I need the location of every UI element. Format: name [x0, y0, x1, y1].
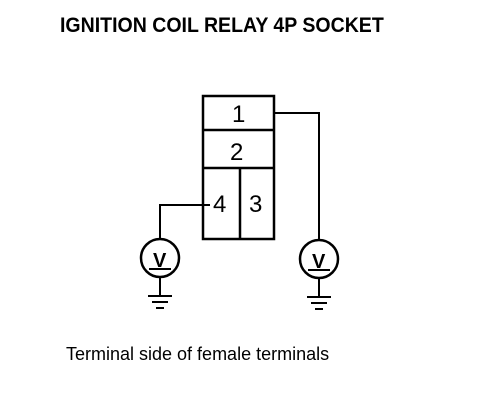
- voltmeter-icon: V: [139, 237, 181, 279]
- right-voltmeter-label: V: [312, 251, 326, 273]
- wire-terminal-1: [274, 112, 320, 241]
- left-voltmeter-label: V: [153, 250, 167, 272]
- voltmeter-icon: V: [298, 238, 340, 280]
- terminal-1-label: 1: [232, 101, 245, 128]
- terminal-3-label: 3: [249, 191, 262, 218]
- ground-icon: [148, 277, 172, 309]
- diagram-caption: Terminal side of female terminals: [66, 344, 330, 364]
- wire-terminal-4: [159, 204, 210, 240]
- diagram-title: IGNITION COIL RELAY 4P SOCKET: [60, 14, 384, 37]
- ground-icon: [307, 278, 331, 310]
- terminal-2-label: 2: [230, 139, 243, 166]
- terminal-4-label: 4: [213, 191, 226, 218]
